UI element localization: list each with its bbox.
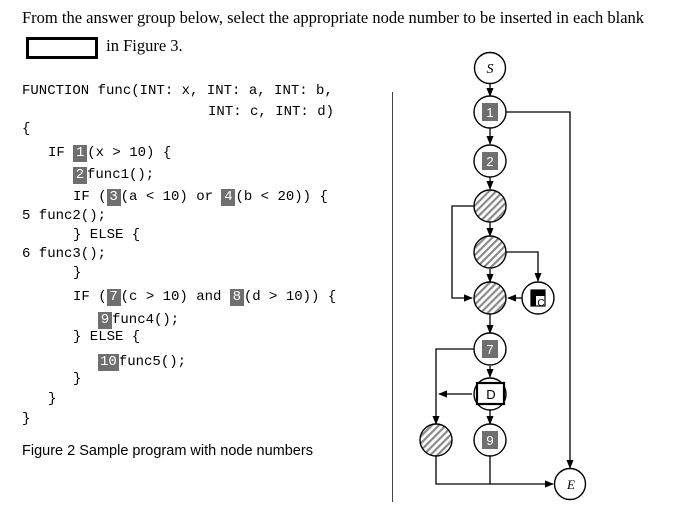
- node-7-label: 7: [486, 342, 493, 357]
- hatched-node-d: [419, 423, 453, 457]
- node-number-badge: 1: [73, 145, 88, 162]
- end-node: [553, 467, 587, 501]
- end-label: E: [566, 477, 575, 492]
- node-number-badge: 10: [98, 354, 119, 371]
- code-text: func1();: [87, 167, 155, 183]
- node-number-badge: 3: [106, 189, 121, 206]
- edge-10-e: [435, 456, 554, 488]
- edge-4-6: [506, 251, 542, 282]
- code-text: (b < 20)) {: [235, 189, 328, 205]
- code-line-1: FUNCTION func(INT: x, INT: a, INT: b,: [22, 83, 333, 99]
- node-2-badge: [482, 152, 498, 170]
- question-after: in Figure 3.: [106, 36, 183, 55]
- hatched-node-c: [473, 281, 507, 315]
- node-9-badge: [482, 431, 498, 449]
- code-text: IF: [48, 145, 74, 161]
- node-number-badge: 8: [229, 289, 244, 306]
- node-number-badge: 9: [98, 312, 112, 329]
- blank-node-c-fill: [531, 290, 545, 296]
- edge-1-e: [506, 111, 574, 469]
- edge-3-merge: [451, 205, 474, 302]
- code-line-6: IF (3(a < 10) or 4(b < 20)) {: [73, 188, 328, 206]
- node-number-badge: 4: [221, 189, 236, 206]
- code-text: (d > 10)) {: [243, 289, 337, 305]
- code-line-2: INT: c, INT: d): [208, 104, 335, 120]
- code-text: IF (: [73, 189, 107, 205]
- code-line-16: }: [48, 391, 57, 407]
- node-9-label: 9: [486, 433, 493, 448]
- start-node: [473, 51, 507, 85]
- hatched-node-a: [473, 189, 507, 223]
- blank-box: [26, 37, 98, 59]
- node-7-badge: [482, 340, 498, 358]
- node-1-label: 1: [486, 105, 493, 120]
- code-line-15: }: [73, 371, 82, 387]
- code-line-3: {: [22, 121, 31, 137]
- node-d-label: D: [486, 387, 495, 402]
- question-text: From the answer group below, select the …: [22, 4, 662, 60]
- code-text: func5();: [118, 354, 187, 370]
- code-line-9: 6 func3();: [22, 246, 107, 262]
- hatched-node-b: [473, 235, 507, 269]
- code-line-17: }: [22, 411, 31, 427]
- question-before: From the answer group below, select the …: [22, 8, 645, 27]
- code-text: (c > 10) and: [120, 289, 230, 305]
- code-line-13: } ELSE {: [73, 329, 141, 345]
- node-number-badge: 2: [73, 167, 87, 184]
- node-1-badge: [482, 103, 498, 121]
- start-label: S: [487, 62, 494, 77]
- code-line-4: IF 1(x > 10) {: [48, 144, 171, 162]
- code-text: func4();: [112, 312, 180, 328]
- blank-node-c-fill2: [531, 290, 536, 306]
- divider-line: [392, 92, 393, 502]
- code-text: (a < 10) or: [120, 189, 222, 205]
- code-line-7: 5 func2();: [22, 208, 107, 224]
- blank-node-d-box: [475, 381, 506, 406]
- code-line-11: IF (7(c > 10) and 8(d > 10)) {: [73, 288, 336, 306]
- code-text: IF (: [73, 289, 107, 305]
- code-line-10: }: [73, 265, 82, 281]
- code-line-8: } ELSE {: [73, 227, 141, 243]
- figure-caption: Figure 2 Sample program with node number…: [22, 443, 313, 459]
- node-number-badge: 7: [106, 289, 121, 306]
- node-c-label: C: [537, 298, 544, 309]
- edge-7-10: [432, 348, 474, 425]
- code-text: (x > 10) {: [87, 145, 172, 161]
- node-2-label: 2: [486, 154, 493, 169]
